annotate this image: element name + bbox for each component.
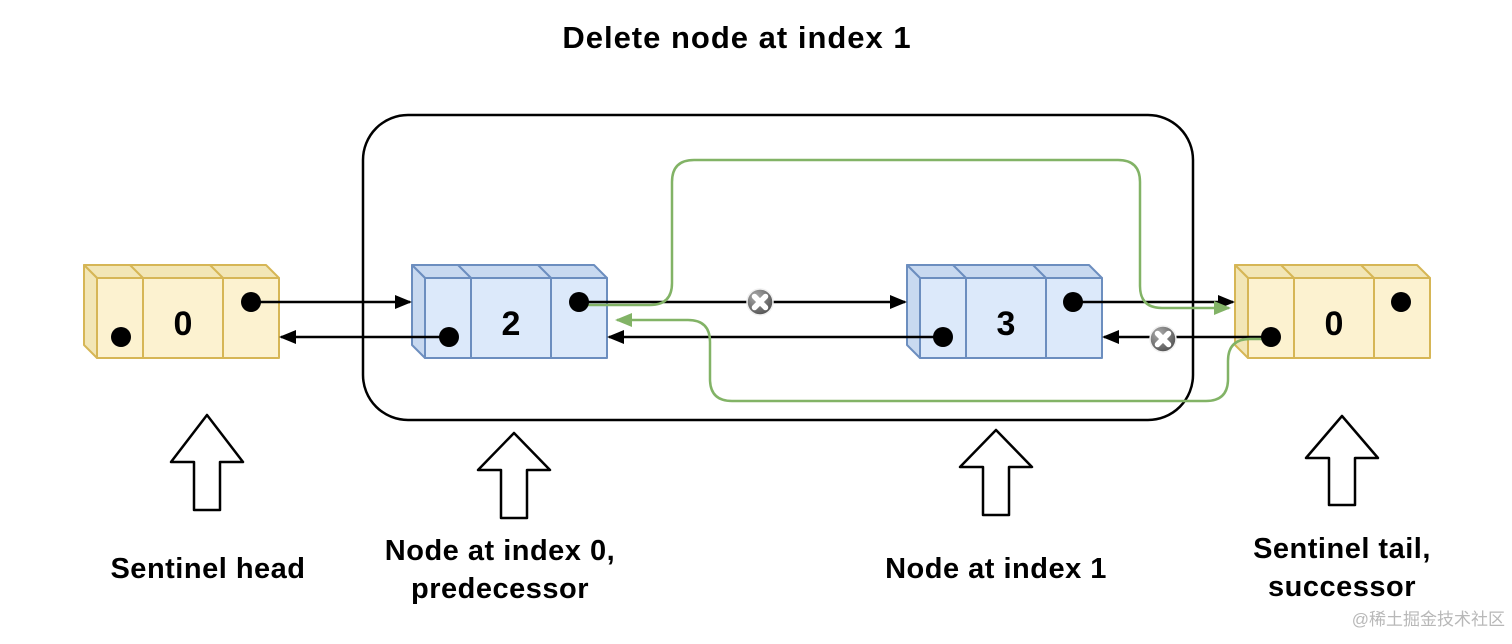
label-sentinel-head: Sentinel head	[110, 553, 305, 585]
node-top-face	[906, 264, 1103, 279]
sentinel-head-next-dot	[241, 292, 261, 312]
sentinel-head-value: 0	[174, 305, 193, 343]
callout-up-arrow-node-index-1	[958, 428, 1034, 517]
sentinel-head-prev-dot	[111, 327, 131, 347]
sentinel-tail-prev-dot	[1261, 327, 1281, 347]
node-box-index-1	[906, 264, 1103, 359]
node-index-1-value: 3	[997, 305, 1016, 343]
label-node-index-0-line2: predecessor	[411, 573, 589, 605]
callout-up-arrow-sentinel-tail	[1304, 414, 1380, 507]
x-icon	[1154, 330, 1172, 348]
node-box-index-0	[411, 264, 608, 359]
label-sentinel-tail-line1: Sentinel tail,	[1253, 533, 1431, 565]
green-arrow-node0-next-to-tail	[582, 158, 1231, 315]
deleted-link-badge-forward	[746, 288, 774, 316]
node-left-face	[1234, 264, 1249, 359]
node-index-0-value: 2	[502, 305, 521, 343]
watermark: @稀土掘金技术社区	[1352, 610, 1505, 629]
node-index-0-next-dot	[569, 292, 589, 312]
label-node-index-1: Node at index 1	[885, 553, 1107, 585]
sentinel-tail-value: 0	[1325, 305, 1344, 343]
node-box-sentinel-tail	[1234, 264, 1431, 359]
node-index-1-next-dot	[1063, 292, 1083, 312]
node-top-face	[411, 264, 608, 279]
sentinel-tail-next-dot	[1391, 292, 1411, 312]
callout-up-arrow-sentinel-head	[169, 413, 245, 512]
node-index-1-prev-dot	[933, 327, 953, 347]
operation-scope-box	[361, 113, 1195, 422]
label-sentinel-tail-line2: successor	[1268, 571, 1416, 603]
label-node-index-0-line1: Node at index 0,	[385, 535, 615, 567]
x-icon	[751, 293, 769, 311]
deleted-link-badge-backward	[1149, 325, 1177, 353]
node-left-face	[906, 264, 921, 359]
node-left-face	[411, 264, 426, 359]
callout-up-arrow-node-index-0	[476, 431, 552, 520]
diagram-title: Delete node at index 1	[562, 20, 911, 55]
node-front-face	[1247, 277, 1431, 359]
green-arrow-tail-prev-to-node0	[615, 313, 1271, 403]
node-front-face	[919, 277, 1103, 359]
node-top-face	[83, 264, 280, 279]
node-top-face	[1234, 264, 1431, 279]
node-index-0-prev-dot	[439, 327, 459, 347]
node-left-face	[83, 264, 98, 359]
